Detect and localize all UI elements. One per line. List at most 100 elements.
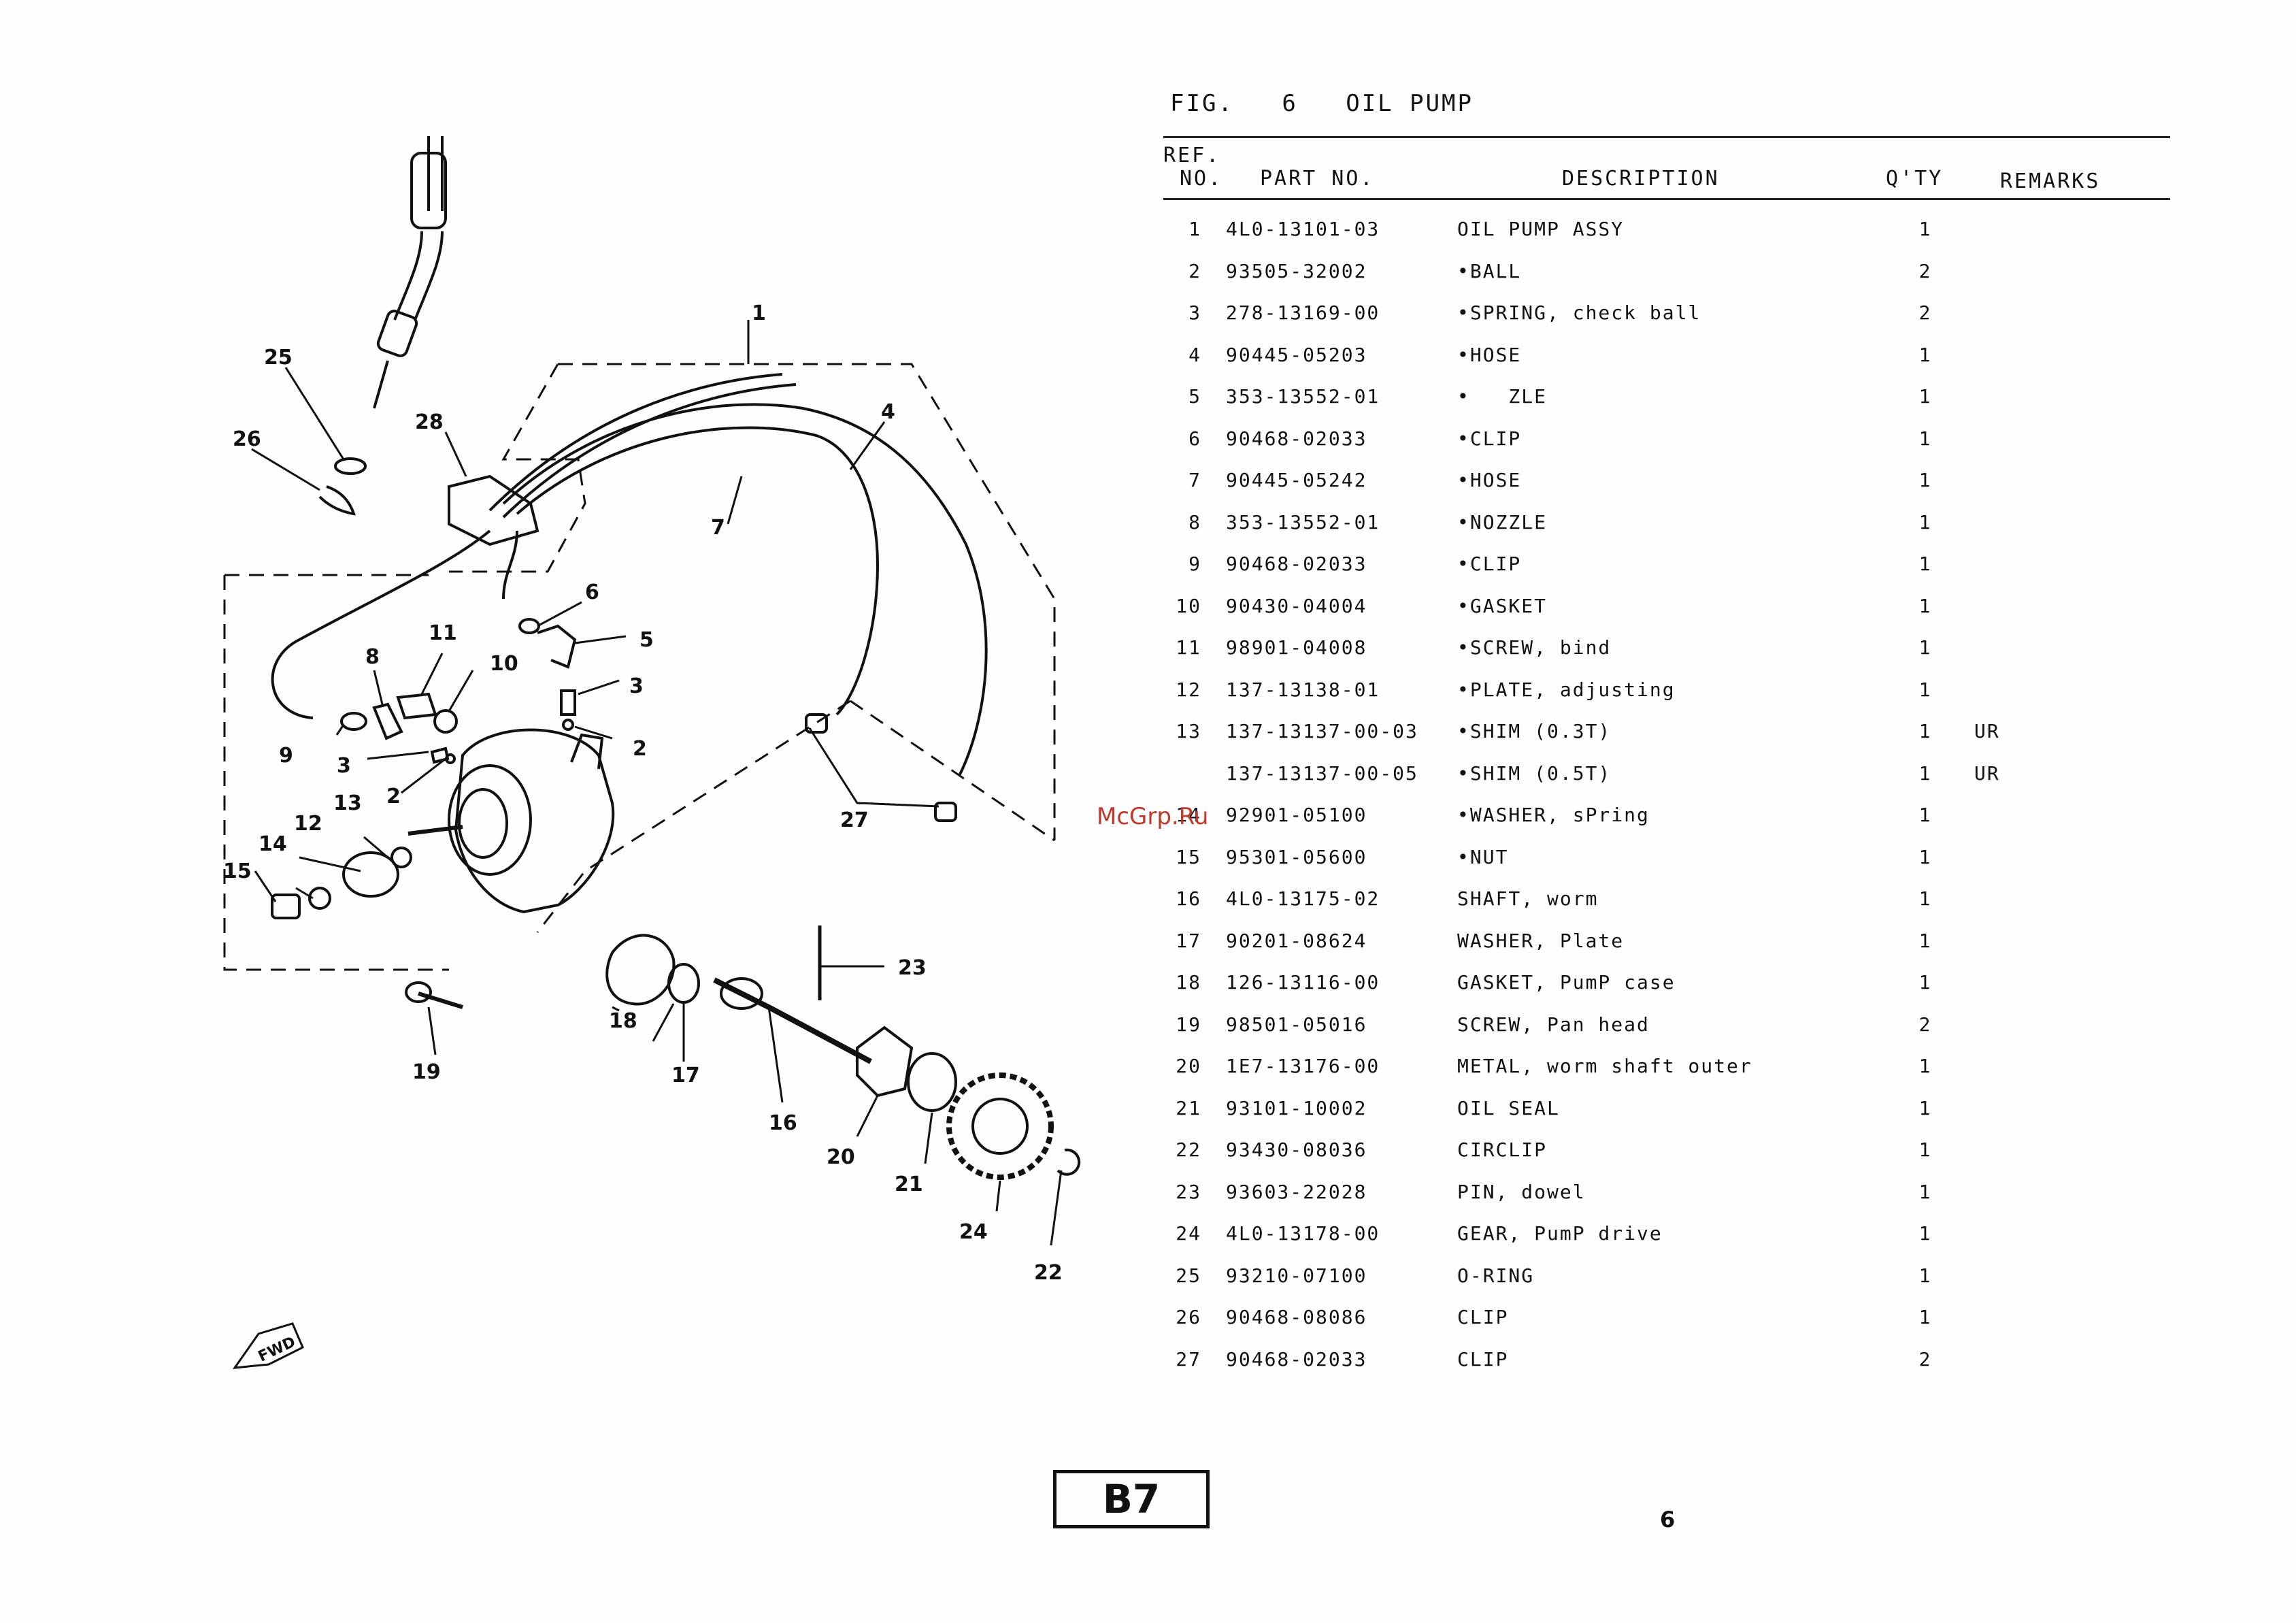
diagram-label-2: 2 [633,737,647,761]
watermark: McGrp.Ru [1097,803,1209,830]
row-description: •PLATE, adjusting [1457,678,1676,701]
row-ref-no: 14 [1176,804,1201,826]
row-part-no: 137-13137-00-03 [1226,720,1418,742]
screw-19 [418,991,463,1009]
row-ref-no: 20 [1176,1055,1201,1077]
circlip-22 [1057,1148,1081,1176]
header-ref-line2: NO. [1180,167,1223,191]
row-part-no: 90201-08624 [1226,929,1367,952]
fwd-arrow-icon [232,1322,304,1369]
dashed-outline-left [223,574,449,971]
row-part-no: 4L0-13175-02 [1226,887,1380,910]
hose-4 [502,403,988,776]
diagram-label-25: 25 [264,346,293,370]
row-description: WASHER, Plate [1457,929,1625,952]
dashed-outline-lower [536,700,1055,933]
row-description: GEAR, PumP drive [1457,1222,1663,1245]
row-part-no: 278-13169-00 [1226,301,1380,324]
row-description: • ZLE [1457,385,1548,408]
worm-shaft [713,977,872,1064]
row-description: •SHIM (0.5T) [1457,761,1612,785]
pump-shaft-stub [407,825,463,836]
row-ref-no: 15 [1176,845,1201,868]
row-description: SHAFT, worm [1457,887,1599,910]
row-part-no: 90445-05242 [1226,469,1367,491]
row-qty: 1 [1918,929,1932,952]
figure-title: FIG. 6 OIL PUMP [1170,90,1474,117]
diagram-label-6: 6 [585,580,599,604]
row-ref-no: 8 [1188,510,1201,534]
row-description: •NOZZLE [1457,510,1548,534]
diagram-label-5: 5 [639,628,654,652]
screw-11 [396,692,437,720]
row-ref-no: 22 [1176,1138,1201,1161]
row-part-no: 90430-04004 [1226,594,1367,617]
row-part-no: 4L0-13101-03 [1226,218,1380,240]
diagram-label-28: 28 [415,410,444,434]
row-ref-no: 10 [1176,594,1201,617]
table-header: REF. NO. PART NO. DESCRIPTION Q'TY REMAR… [1163,138,2170,198]
row-description: •GASKET [1457,594,1548,617]
row-qty: 2 [1918,259,1932,282]
nozzle-5 [537,624,577,669]
row-part-no: 90468-08086 [1226,1306,1367,1328]
page-number: 6 [1660,1507,1676,1532]
row-qty: 1 [1918,636,1932,659]
row-description: •HOSE [1457,343,1522,366]
row-qty: 1 [1918,510,1932,534]
shim-13 [390,847,412,868]
diagram-label-24: 24 [959,1220,988,1244]
spring-3-right [560,689,576,716]
header-remarks: REMARKS [2000,169,2101,193]
diagram-label-7: 7 [711,516,725,540]
row-part-no: 137-13138-01 [1226,678,1380,701]
figure-name: OIL PUMP [1346,90,1474,117]
row-description: •CLIP [1457,553,1522,575]
washer-17 [667,963,700,1004]
diagram-label-9: 9 [279,744,293,768]
diagram-label-2b: 2 [386,785,401,808]
row-part-no: 126-13116-00 [1226,971,1380,994]
row-ref-no: 6 [1188,427,1201,450]
clip-6 [518,618,540,634]
washer-14 [308,887,331,910]
row-ref-no: 19 [1176,1013,1201,1036]
diagram-label-23: 23 [898,956,927,980]
o-ring-shape [334,457,367,475]
header-description: DESCRIPTION [1562,167,1720,191]
row-ref-no: 27 [1176,1347,1201,1371]
row-qty: 1 [1918,971,1932,994]
row-description: GASKET, PumP case [1457,971,1676,994]
hose-left [271,529,491,719]
metal-20 [856,1026,914,1098]
table-header-rule [1163,198,2170,200]
row-ref-no: 4 [1188,343,1201,366]
row-qty: 1 [1918,427,1932,450]
row-ref-no: 23 [1176,1180,1201,1203]
row-qty: 2 [1918,1347,1932,1371]
figure-prefix: FIG. [1170,90,1234,117]
row-qty: 1 [1918,720,1932,742]
cable-sleeve [410,152,447,229]
gear-24-hub [971,1098,1029,1155]
row-qty: 1 [1918,553,1932,575]
row-qty: 1 [1918,1180,1932,1203]
diagram-label-14: 14 [259,832,287,856]
dashed-outline-top [558,363,1056,840]
row-description: •SHIM (0.3T) [1457,720,1612,742]
clip-27b [934,802,957,822]
cable-curve [393,231,444,321]
diagram-label-15: 15 [223,859,252,883]
diagram-label-26: 26 [233,427,261,451]
throttle-cable [427,136,444,211]
exploded-diagram: 1 2 2 3 3 4 5 6 7 8 9 10 11 12 13 14 15 … [204,122,1088,1415]
row-part-no: 93210-07100 [1226,1264,1367,1287]
row-qty: 2 [1918,301,1932,324]
